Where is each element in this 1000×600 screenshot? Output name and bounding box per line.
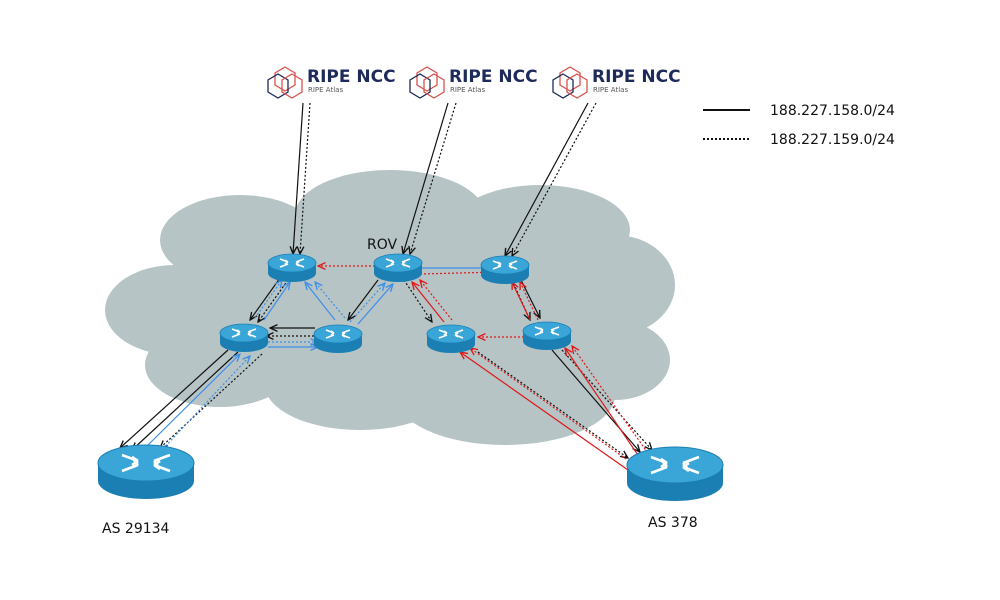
as-29134-label: AS 29134 <box>102 521 170 537</box>
router-mid-right <box>522 321 572 351</box>
ripe-ncc-logo-2: RIPE NCC RIPE Atlas <box>409 66 538 99</box>
probe-lines <box>293 102 597 256</box>
logo-brand: RIPE NCC <box>307 67 396 87</box>
logo-brand: RIPE NCC <box>449 67 538 87</box>
logo-sub: RIPE Atlas <box>593 86 628 94</box>
as-378-label: AS 378 <box>648 515 698 531</box>
ripe-hexagon-icon <box>409 66 445 99</box>
black-paths <box>120 277 652 458</box>
legend: 188.227.158.0/24 188.227.159.0/24 <box>703 103 895 148</box>
ripe-hexagon-icon <box>552 66 588 99</box>
router-as-378 <box>625 445 725 503</box>
logo-sub: RIPE Atlas <box>308 86 343 94</box>
logo-brand: RIPE NCC <box>592 67 681 87</box>
router-top-left <box>267 253 317 283</box>
ripe-hexagon-icon <box>267 66 303 99</box>
ripe-ncc-logo-3: RIPE NCC RIPE Atlas <box>552 66 681 99</box>
logo-sub: RIPE Atlas <box>450 86 485 94</box>
ripe-ncc-logo-1: RIPE NCC RIPE Atlas <box>267 66 396 99</box>
router-rov <box>373 253 423 283</box>
router-mid-center-right <box>426 324 476 354</box>
router-as-29134 <box>96 443 196 501</box>
legend-label-dotted: 188.227.159.0/24 <box>770 132 895 148</box>
router-mid-left <box>219 323 269 353</box>
legend-label-solid: 188.227.158.0/24 <box>770 103 895 119</box>
blue-paths <box>144 268 498 453</box>
rov-label: ROV <box>367 237 398 253</box>
router-top-right <box>480 255 530 285</box>
router-mid-center-left <box>313 324 363 354</box>
